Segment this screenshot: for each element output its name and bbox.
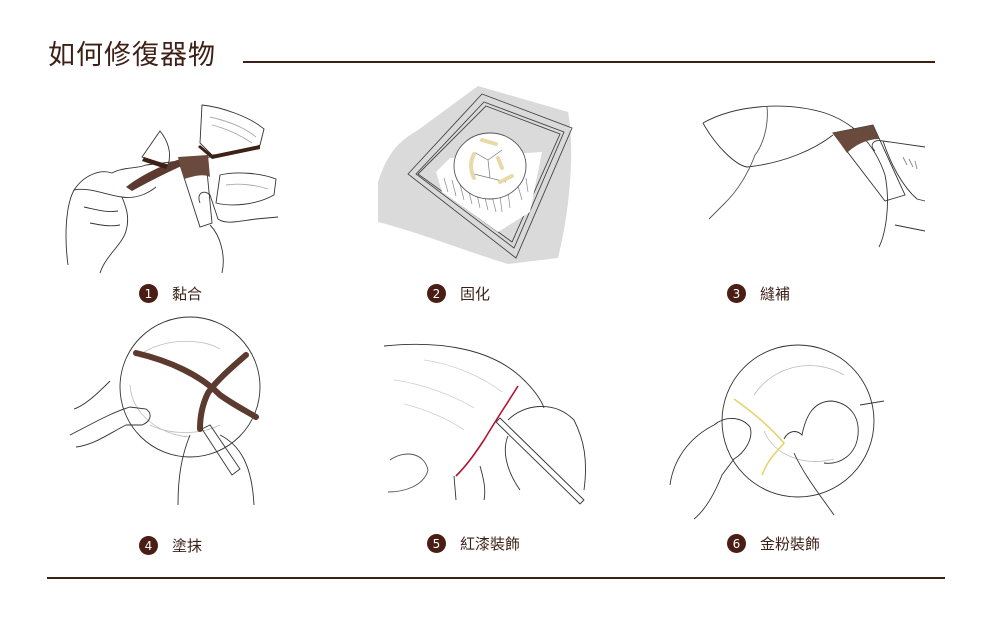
step-number-badge: 1	[139, 284, 158, 303]
red-lacquer-illustration-icon	[383, 343, 586, 505]
step-number-badge: 5	[427, 534, 446, 553]
step-label: 固化	[460, 285, 491, 303]
curing-box-illustration-icon	[378, 86, 573, 264]
step-label: 紅漆裝飾	[460, 535, 521, 553]
step-label: 黏合	[172, 285, 203, 303]
page-title: 如何修復器物	[48, 40, 216, 71]
step-caption: 1 黏合	[139, 283, 202, 304]
step-caption: 6 金粉裝飾	[727, 533, 820, 554]
step-caption: 5 紅漆裝飾	[427, 533, 520, 554]
crack-filling-illustration-icon	[702, 105, 926, 248]
title-divider	[243, 61, 935, 63]
step-caption: 3 縫補	[727, 283, 790, 304]
lacquer-applying-illustration-icon	[69, 316, 261, 506]
bottom-divider	[47, 577, 945, 579]
step-number-badge: 3	[727, 284, 746, 303]
step-label: 縫補	[760, 285, 791, 303]
step-number-badge: 2	[427, 284, 446, 303]
step-label: 金粉裝飾	[760, 535, 821, 553]
step-label: 塗抹	[172, 537, 203, 555]
gluing-illustration-icon	[65, 104, 279, 274]
step-number-badge: 4	[139, 536, 158, 555]
step-caption: 4 塗抹	[139, 535, 202, 556]
step-number-badge: 6	[727, 534, 746, 553]
gold-powder-illustration-icon	[669, 344, 885, 520]
step-caption: 2 固化	[427, 283, 490, 304]
